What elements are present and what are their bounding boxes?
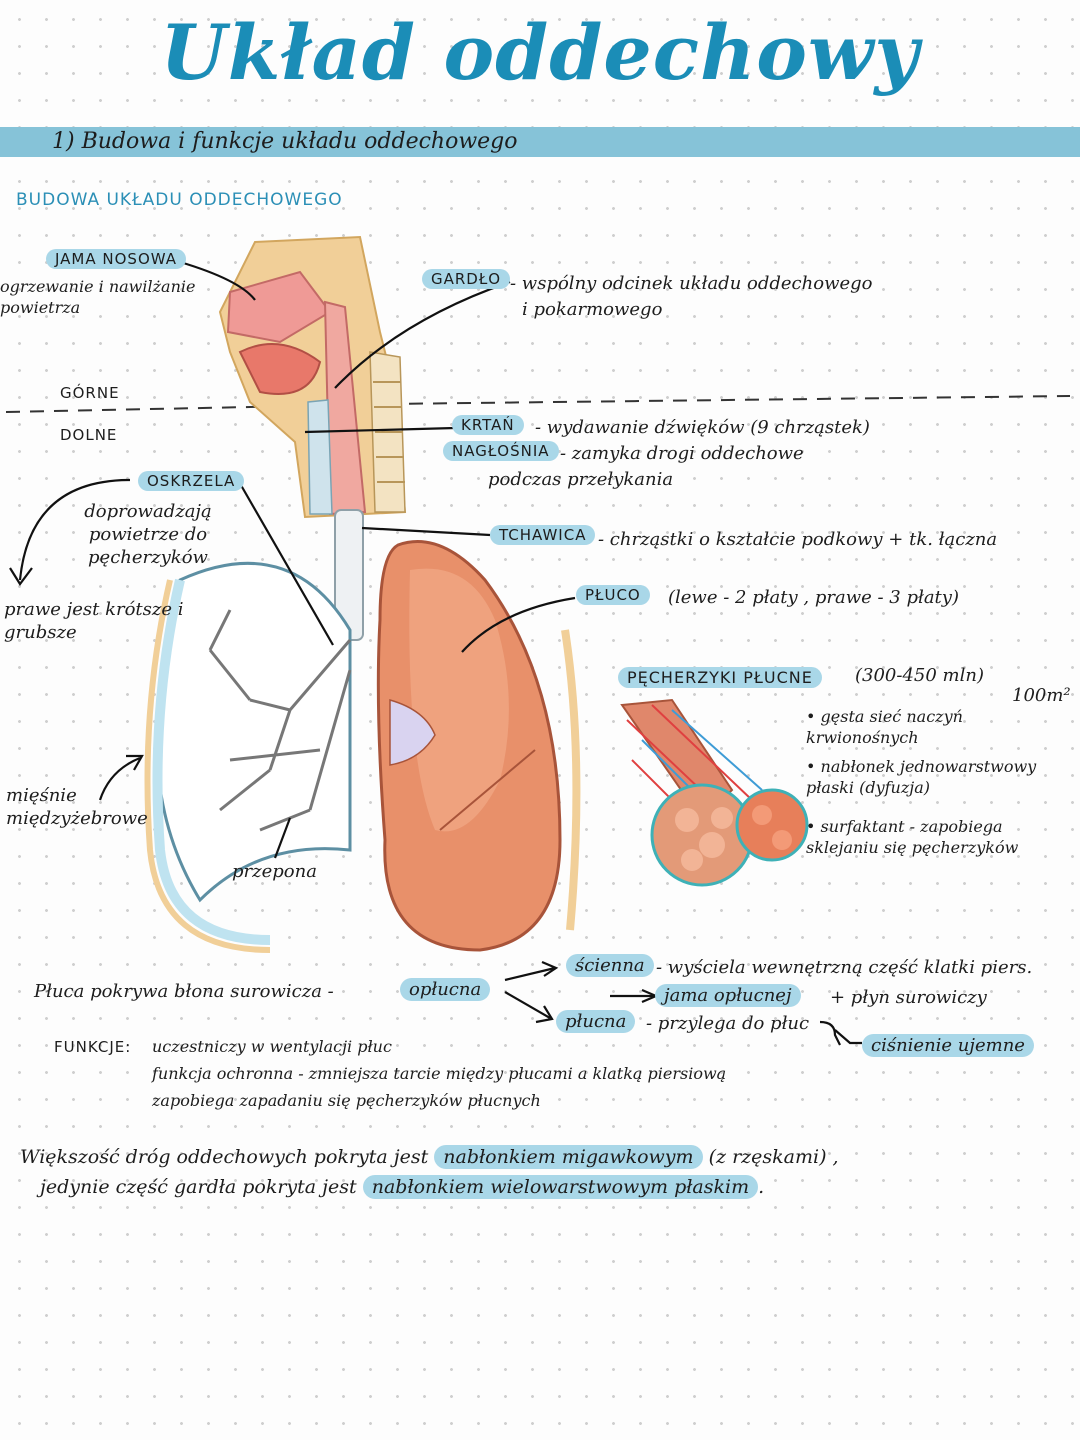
dolne-label: DOLNE xyxy=(60,426,118,444)
oplucna-label: opłucna xyxy=(400,978,491,1001)
jama-nosowa-desc: ogrzewanie i nawilżanie powietrza xyxy=(0,277,196,317)
alveoli-area: 100m² xyxy=(1012,685,1071,706)
plyn-surowiczy: + płyn surowiczy xyxy=(830,987,987,1008)
head-illustration xyxy=(218,235,407,519)
jama-oplucnej: jama opłucnej xyxy=(655,984,801,1007)
lungs-illustration xyxy=(144,509,581,953)
naglosnia-desc-2: podczas przełykania xyxy=(488,469,674,490)
pleura-intro: Płuca pokrywa błona surowicza - xyxy=(34,981,334,1002)
summary-line-2: jedynie część gardła pokryta jest nabłon… xyxy=(40,1175,765,1199)
summary-line-2-pre: jedynie część gardła pokryta jest xyxy=(40,1176,357,1198)
summary-line-1: Większość dróg oddechowych pokryta jest … xyxy=(20,1145,839,1169)
alveoli-bullet-1: gęsta sieć naczyń krwionośnych xyxy=(806,706,1026,748)
przepona-label: przepona xyxy=(232,861,317,882)
scienna-desc: - wyściela wewnętrzną część klatki piers… xyxy=(656,957,1033,978)
section-heading: 1) Budowa i funkcje układu oddechowego xyxy=(52,129,518,154)
funkcje-item-1: uczestniczy w wentylacji płuc xyxy=(152,1037,392,1056)
cisnienie-ujemne: ciśnienie ujemne xyxy=(862,1034,1034,1057)
jama-nosowa-label: JAMA NOSOWA xyxy=(46,249,187,269)
gorne-label: GÓRNE xyxy=(60,384,120,402)
alveoli-label: PĘCHERZYKI PŁUCNE xyxy=(618,667,822,688)
oskrzela-label: OSKRZELA xyxy=(138,471,245,491)
plucna-label: płucna xyxy=(556,1010,636,1033)
miesnie-label: mięśnie międzyżebrowe xyxy=(6,785,148,829)
upper-lower-divider xyxy=(5,395,1071,413)
summary-line-1-post: (z rzęskami) , xyxy=(708,1146,839,1168)
section-band xyxy=(0,127,1080,157)
scienna-label: ścienna xyxy=(566,954,654,977)
funkcje-item-2: funkcja ochronna - zmniejsza tarcie międ… xyxy=(152,1064,727,1083)
plucna-desc: - przylega do płuc xyxy=(646,1013,810,1034)
krtan-label: KRTAŃ xyxy=(452,415,524,435)
tchawica-desc: - chrząstki o kształcie podkowy + tk. łą… xyxy=(598,529,998,550)
alveoli-bullet-3: surfaktant - zapobiega sklejaniu się pęc… xyxy=(806,816,1046,858)
alveoli-illustration xyxy=(620,698,809,887)
pluco-label: PŁUCO xyxy=(576,585,650,605)
prawe-note: prawe jest krótsze i grubsze xyxy=(4,599,184,643)
gardlo-desc-2: i pokarmowego xyxy=(522,299,663,320)
funkcje-item-3: zapobiega zapadaniu się pęcherzyków płuc… xyxy=(152,1091,541,1110)
summary-line-1-pre: Większość dróg oddechowych pokryta jest xyxy=(20,1146,429,1168)
alveoli-bullet-2: nabłonek jednowarstwowy płaski (dyfuzja) xyxy=(806,756,1046,798)
naglosnia-label: NAGŁOŚNIA xyxy=(443,441,559,461)
gardlo-label: GARDŁO xyxy=(422,269,511,289)
krtan-desc: - wydawanie dźwięków (9 chrząstek) xyxy=(535,417,870,438)
oskrzela-desc: doprowadzają powietrze do pęcherzyków xyxy=(84,501,212,568)
gardlo-desc-1: - wspólny odcinek układu oddechowego xyxy=(510,273,873,294)
page-title: Układ oddechowy xyxy=(160,8,920,97)
tchawica-label: TCHAWICA xyxy=(490,525,596,545)
funkcje-label: FUNKCJE: xyxy=(54,1038,132,1056)
alveoli-count: (300-450 mln) xyxy=(855,665,984,686)
summary-line-1-highlight: nabłonkiem migawkowym xyxy=(434,1145,703,1169)
summary-line-2-post: . xyxy=(758,1176,765,1198)
naglosnia-desc-1: - zamyka drogi oddechowe xyxy=(560,443,804,464)
pluco-desc: (lewe - 2 płaty , prawe - 3 płaty) xyxy=(668,587,959,608)
summary-line-2-highlight: nabłonkiem wielowarstwowym płaskim xyxy=(362,1175,759,1199)
subsection-heading: BUDOWA UKŁADU ODDECHOWEGO xyxy=(16,190,343,210)
